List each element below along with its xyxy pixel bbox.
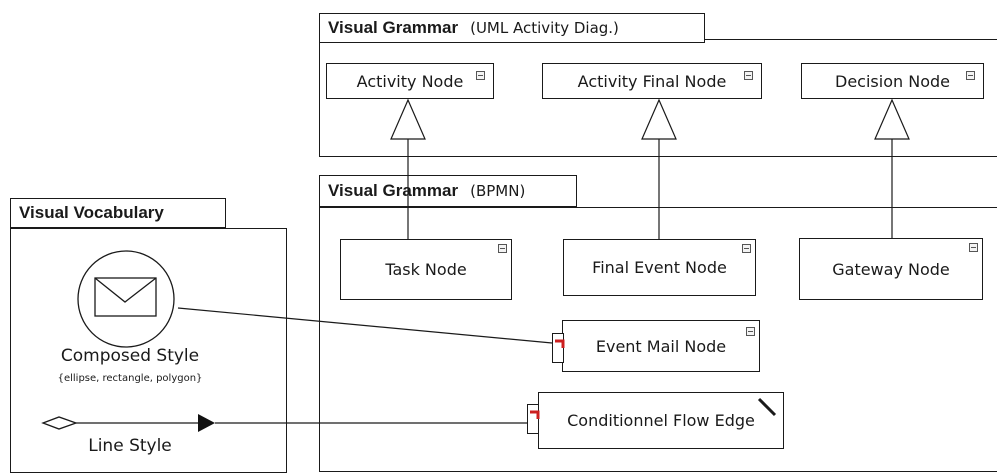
collapse-icon[interactable]: [476, 71, 485, 80]
activity-node[interactable]: Activity Node: [326, 63, 494, 99]
conditionnel-flow-edge-node[interactable]: Conditionnel Flow Edge: [538, 392, 784, 449]
uml-frame-subtitle: (UML Activity Diag.): [470, 19, 619, 37]
collapse-icon[interactable]: [498, 244, 507, 253]
collapse-icon[interactable]: [969, 243, 978, 252]
task-node-label: Task Node: [385, 260, 467, 279]
event-mail-node[interactable]: Event Mail Node: [562, 320, 760, 372]
uml-frame-title: Visual Grammar: [328, 18, 459, 37]
envelope-in-circle-icon[interactable]: [74, 247, 178, 351]
visual-vocabulary-frame-tab: Visual Vocabulary: [10, 198, 226, 228]
event-mail-node-label: Event Mail Node: [595, 336, 727, 356]
collapse-icon[interactable]: [746, 327, 755, 336]
conditionnel-flow-style-marker[interactable]: [527, 404, 540, 434]
red-pin-icon: [530, 410, 540, 419]
composed-style-label: Composed Style: [60, 346, 200, 366]
activity-node-label: Activity Node: [356, 71, 464, 91]
bpmn-frame-title: Visual Grammar: [328, 181, 459, 200]
red-pin-icon: [555, 339, 565, 348]
gateway-node[interactable]: Gateway Node: [799, 238, 983, 300]
gateway-node-label: Gateway Node: [832, 259, 950, 279]
final-event-node-label: Final Event Node: [592, 258, 727, 277]
task-node[interactable]: Task Node: [340, 239, 512, 300]
activity-final-node[interactable]: Activity Final Node: [542, 63, 762, 99]
line-style-label: Line Style: [88, 436, 172, 456]
uml-activity-frame-tab: Visual Grammar (UML Activity Diag.): [319, 13, 705, 43]
bpmn-frame-subtitle: (BPMN): [470, 182, 526, 200]
collapse-icon[interactable]: [966, 71, 975, 80]
final-event-node[interactable]: Final Event Node: [563, 239, 756, 296]
vocabulary-frame-title: Visual Vocabulary: [19, 203, 164, 222]
activity-final-node-label: Activity Final Node: [577, 71, 727, 91]
collapse-icon[interactable]: [744, 71, 753, 80]
conditionnel-flow-edge-label: Conditionnel Flow Edge: [567, 411, 755, 430]
collapse-icon[interactable]: [742, 244, 751, 253]
bpmn-frame-tab: Visual Grammar (BPMN): [319, 175, 577, 207]
edge-line-icon: [757, 397, 777, 417]
event-mail-style-marker[interactable]: [552, 333, 565, 363]
decision-node[interactable]: Decision Node: [801, 63, 984, 99]
diamond-to-arrow-line-icon[interactable]: [38, 412, 223, 434]
composed-style-detail: {ellipse, rectangle, polygon}: [57, 373, 203, 384]
decision-node-label: Decision Node: [835, 71, 950, 91]
